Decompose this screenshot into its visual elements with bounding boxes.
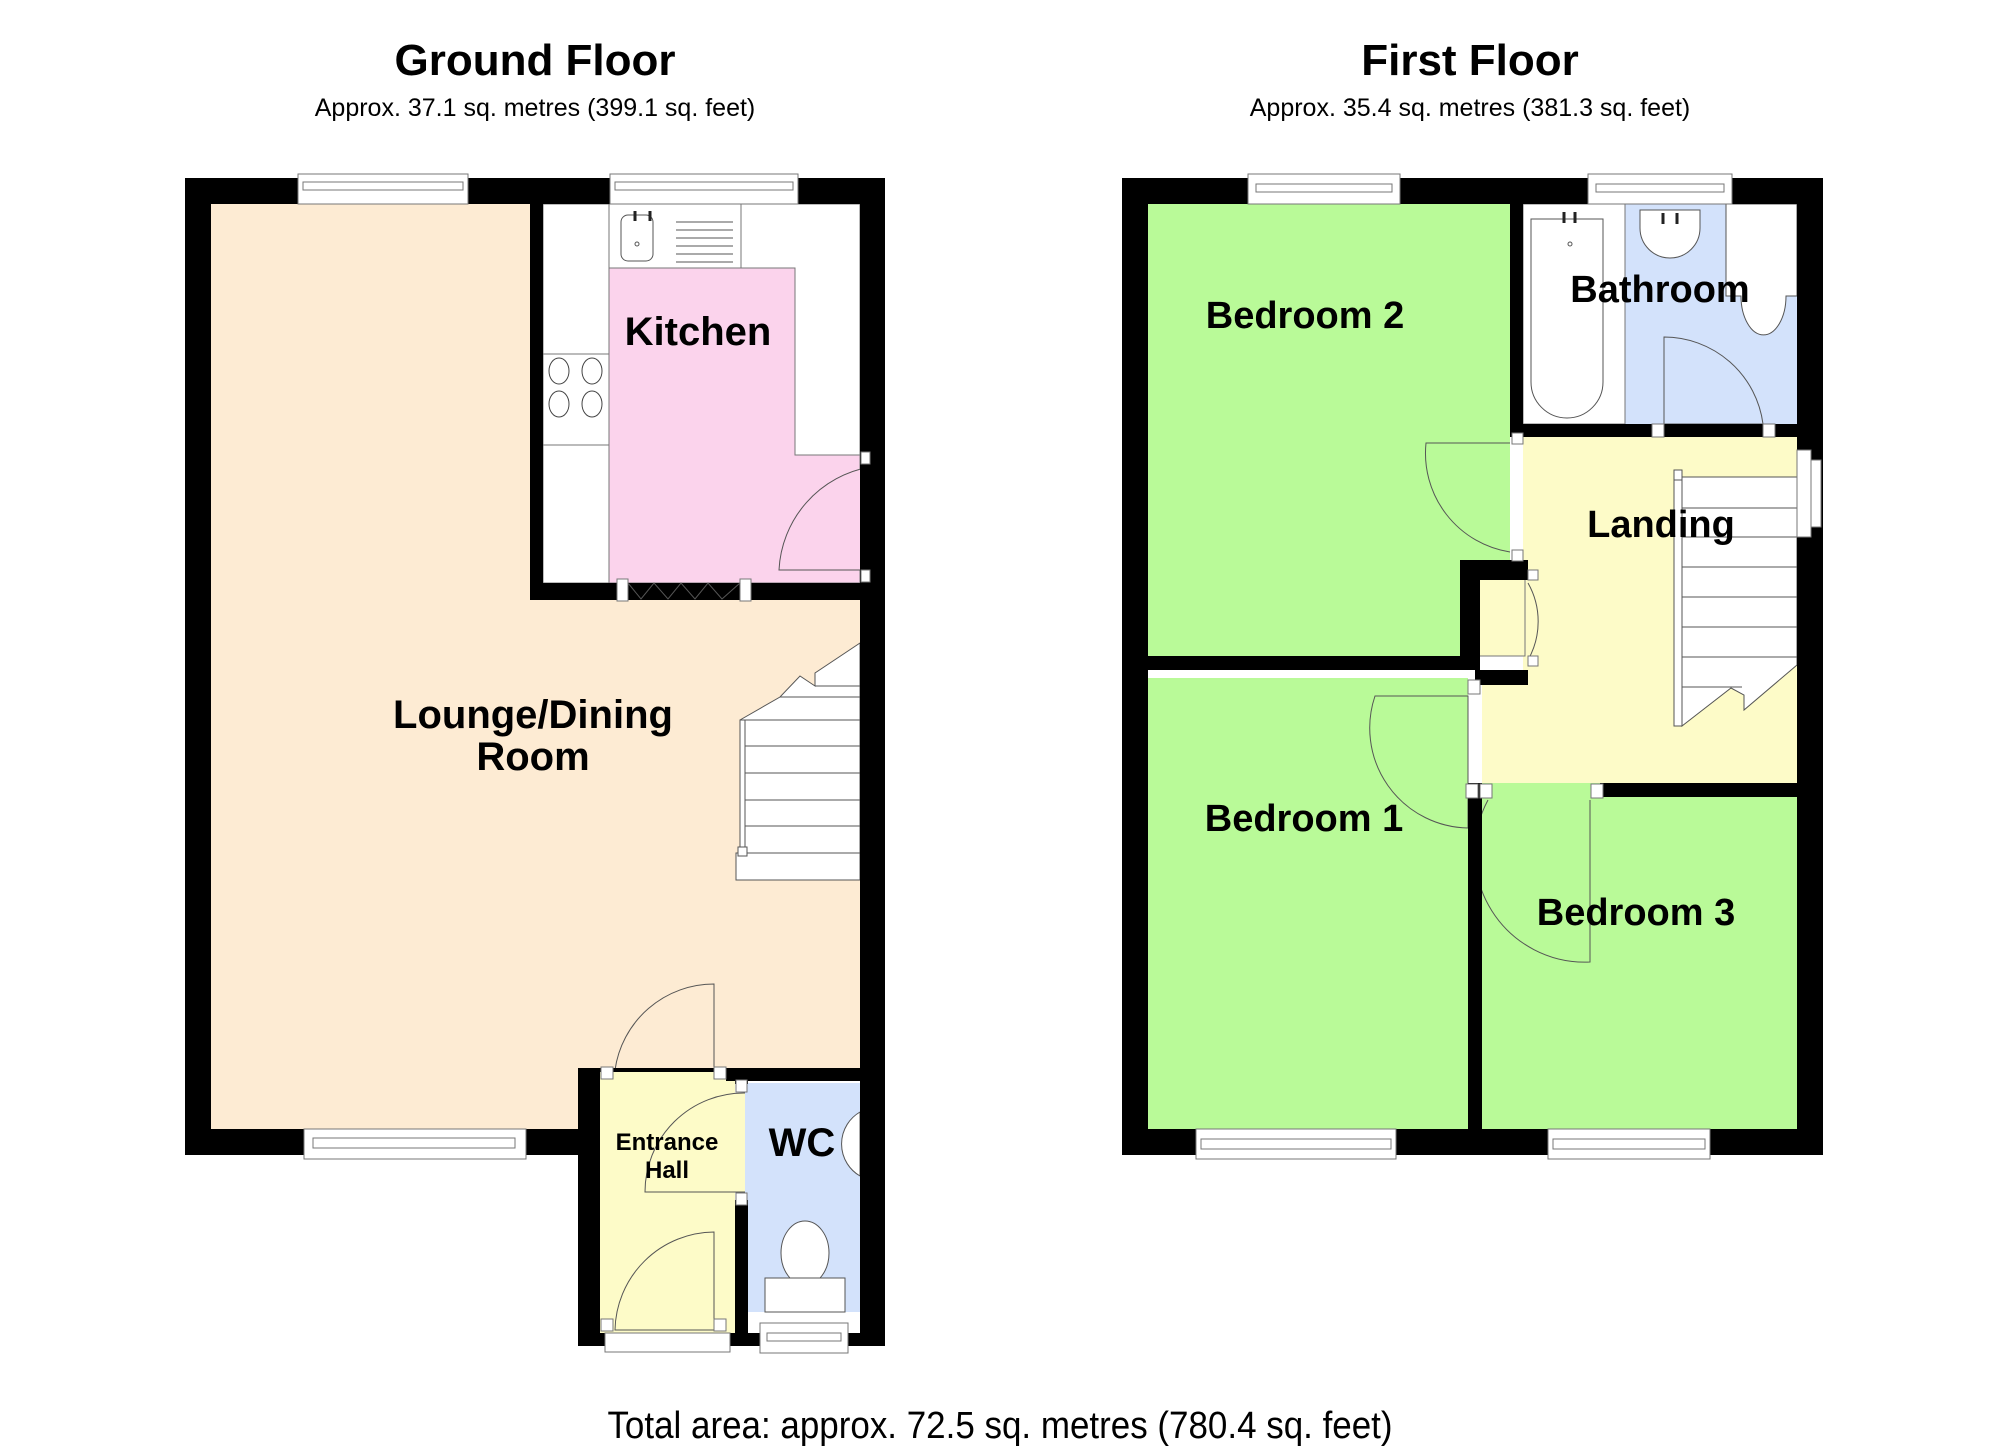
bedroom-3-label: Bedroom 3	[1537, 892, 1735, 934]
toilet-icon	[1725, 203, 1798, 336]
entrance-hall-label: Entrance	[616, 1129, 719, 1156]
bedroom-1-door	[1369, 695, 1469, 829]
bedroom-2-door	[1425, 442, 1511, 553]
toilet-icon	[764, 1220, 846, 1313]
bathroom-label: Bathroom	[1570, 269, 1749, 311]
kitchen-label: Kitchen	[625, 310, 772, 354]
first-floor-windows	[1195, 173, 1822, 1160]
hob	[542, 353, 610, 446]
cupboard-door	[1527, 582, 1539, 661]
staircase	[735, 642, 861, 881]
lounge-dining-room	[211, 204, 860, 1129]
first-floor-plan: Bedroom 2 Bathroom Landing Bedroom 1 Bed…	[1122, 173, 1823, 1160]
bedroom-1-label: Bedroom 1	[1205, 798, 1403, 840]
first-floor-title: First Floor	[1361, 36, 1579, 85]
sink-icon	[620, 214, 654, 262]
drainer-icon	[676, 221, 733, 263]
landing-cupboard	[1474, 577, 1526, 657]
first-floor-area: Approx. 35.4 sq. metres (381.3 sq. feet)	[1249, 94, 1691, 122]
landing-label: Landing	[1587, 504, 1735, 546]
lounge-label: Lounge/Dining	[393, 693, 673, 737]
bath-icon	[1530, 218, 1604, 419]
ground-floor-title: Ground Floor	[394, 36, 676, 85]
hob-icon	[548, 357, 603, 418]
kitchen-back-door	[778, 466, 871, 571]
wc-door	[644, 1092, 746, 1193]
kitchen-bifold-door	[627, 582, 741, 600]
ground-floor-area: Approx. 37.1 sq. metres (399.1 sq. feet)	[314, 94, 756, 122]
total-area: Total area: approx. 72.5 sq. metres (780…	[607, 1405, 1393, 1447]
front-door	[614, 1231, 715, 1331]
lounge-hall-door	[614, 983, 715, 1071]
entrance-hall-label-2: Hall	[645, 1157, 689, 1184]
landing-staircase	[1673, 469, 1798, 728]
bathroom-door	[1663, 336, 1764, 425]
basin-icon	[1639, 209, 1701, 259]
wc-basin-icon	[841, 1111, 861, 1177]
bedroom-2	[1148, 204, 1510, 660]
lounge-label-2: Room	[476, 735, 589, 779]
ground-floor-plan: Lounge/Dining Room Kitchen Entrance Hall…	[185, 173, 885, 1354]
ground-floor-windows	[297, 173, 849, 1354]
bedroom-2-label: Bedroom 2	[1206, 295, 1404, 337]
wc-label: WC	[769, 1121, 836, 1165]
